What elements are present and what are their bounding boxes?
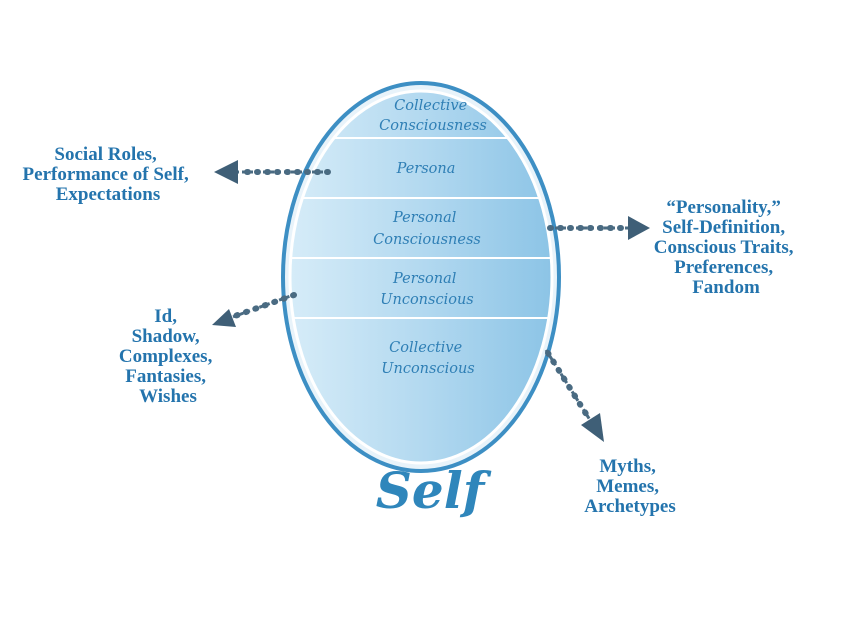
egg-inner-body [288, 89, 554, 465]
layer-personal-unconscious: Personal Unconscious [380, 271, 473, 308]
annotation-id-shadow: Id, Shadow, Complexes, Fantasies, Wishes [119, 306, 217, 407]
layer-collective-consciousness: Collective Consciousness [379, 98, 487, 134]
arrow-collective-unconscious-to-myths [544, 349, 604, 442]
arrow-persona-to-social-roles [214, 160, 331, 184]
self-label: Self [376, 461, 492, 520]
layer-collective-unconscious: Collective Unconscious [381, 340, 474, 377]
arrow-unconscious-to-id [212, 292, 297, 327]
arrow-consciousness-to-personality [547, 216, 650, 240]
annotation-myths: Myths, Memes, Archetypes [584, 456, 675, 517]
annotation-personality: “Personality,” Self-Definition, Consciou… [654, 197, 798, 298]
annotation-social-roles: Social Roles, Performance of Self, Expec… [23, 144, 194, 205]
layer-persona: Persona [396, 161, 456, 177]
layer-personal-consciousness: Personal Consciousness [373, 210, 481, 248]
